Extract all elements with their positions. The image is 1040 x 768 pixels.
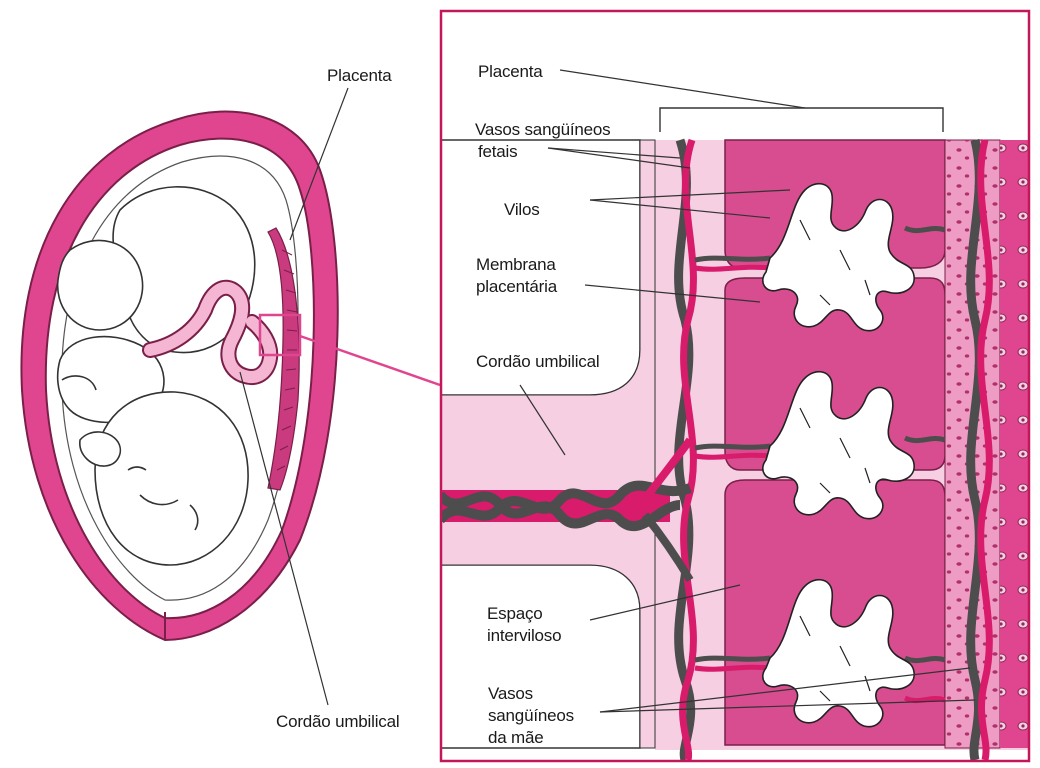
label-intervillous-space-1: Espaço: [487, 604, 543, 624]
label-villi: Vilos: [504, 200, 540, 220]
label-umbilical-cord-left: Cordão umbilical: [276, 712, 399, 732]
label-maternal-vessels-3: da mãe: [488, 728, 544, 748]
label-placenta-left: Placenta: [327, 66, 392, 86]
label-maternal-vessels-1: Vasos: [488, 684, 533, 704]
label-fetal-vessels-2: fetais: [478, 142, 517, 162]
label-intervillous-space-2: interviloso: [487, 626, 561, 646]
uterus-illustration: [21, 88, 348, 705]
label-umbilical-cord-right: Cordão umbilical: [476, 352, 599, 372]
label-maternal-vessels-2: sangüíneos: [488, 706, 574, 726]
label-placental-membrane-1: Membrana: [476, 255, 556, 275]
label-placenta-right: Placenta: [478, 62, 543, 82]
label-fetal-vessels-1: Vasos sangüíneos: [475, 120, 610, 140]
label-placental-membrane-2: placentária: [476, 277, 557, 297]
